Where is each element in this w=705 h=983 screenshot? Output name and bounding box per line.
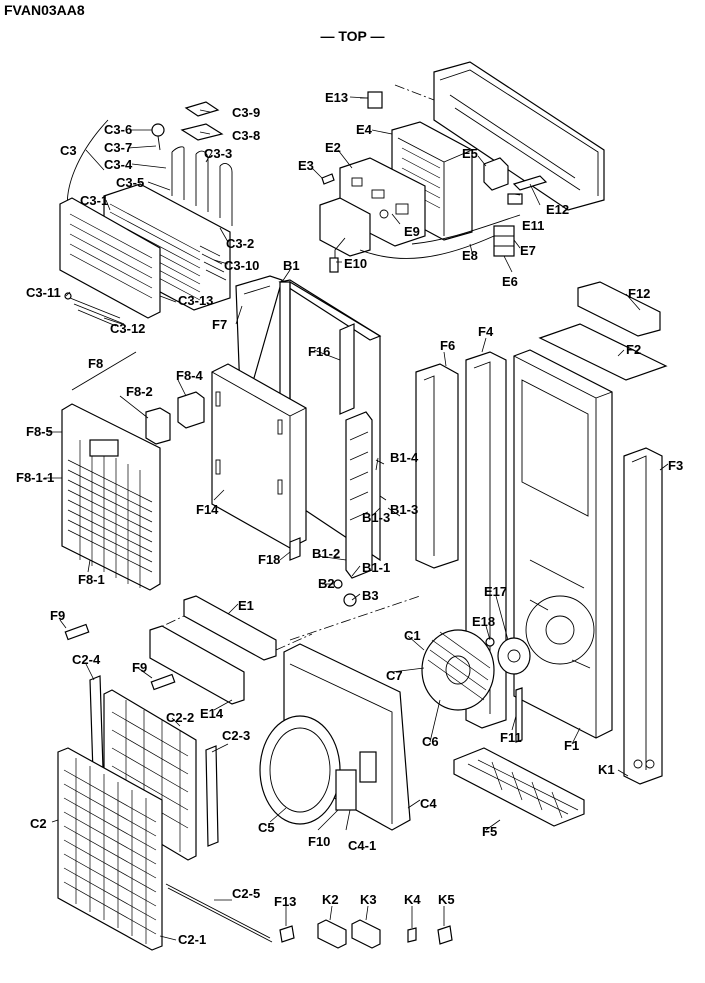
label-B1-1: B1-1 — [362, 560, 390, 575]
label-E1: E1 — [238, 598, 254, 613]
cabinet-panels — [415, 281, 668, 785]
label-E5: E5 — [462, 146, 478, 161]
label-F9-bottom: F9 — [132, 660, 147, 675]
label-F8-2: F8-2 — [126, 384, 153, 399]
small-parts — [279, 919, 453, 949]
label-F8: F8 — [88, 356, 103, 371]
label-F2: F2 — [626, 342, 641, 357]
label-E9: E9 — [404, 224, 420, 239]
label-F8-5: F8-5 — [26, 424, 53, 439]
part-labels: E13 E4 E2 E3 E5 E11 E12 E7 E9 E8 E10 E6 … — [16, 90, 683, 947]
label-B2: B2 — [318, 576, 335, 591]
label-C3-2: C3-2 — [226, 236, 254, 251]
label-F5: F5 — [482, 824, 497, 839]
label-F14: F14 — [196, 502, 219, 517]
front-panel-assembly — [61, 351, 205, 591]
label-B1-4: B1-4 — [390, 450, 419, 465]
label-F13: F13 — [274, 894, 296, 909]
label-K4: K4 — [404, 892, 421, 907]
heat-exchanger-assembly — [59, 101, 233, 327]
label-B1-3-left: B1-3 — [362, 510, 390, 525]
label-F9-top: F9 — [50, 608, 65, 623]
orientation-label: — TOP — — [320, 28, 385, 44]
label-E2: E2 — [325, 140, 341, 155]
label-F4: F4 — [478, 324, 494, 339]
label-F8-1: F8-1 — [78, 572, 105, 587]
label-K1: K1 — [598, 762, 615, 777]
label-F3: F3 — [668, 458, 683, 473]
label-C7: C7 — [386, 668, 403, 683]
label-K3: K3 — [360, 892, 377, 907]
label-F8-4: F8-4 — [176, 368, 204, 383]
label-F6: F6 — [440, 338, 455, 353]
label-F12: F12 — [628, 286, 650, 301]
control-box-assembly — [319, 61, 605, 273]
label-C2-1: C2-1 — [178, 932, 206, 947]
label-C3-11: C3-11 — [26, 285, 61, 300]
label-C3: C3 — [60, 143, 77, 158]
label-E11: E11 — [522, 218, 544, 233]
label-B1-3-right: B1-3 — [390, 502, 418, 517]
label-C2-2: C2-2 — [166, 710, 194, 725]
label-F10: F10 — [308, 834, 330, 849]
label-C2-5: C2-5 — [232, 886, 260, 901]
label-E4: E4 — [356, 122, 373, 137]
label-E18: E18 — [472, 614, 495, 629]
label-F18: F18 — [258, 552, 280, 567]
label-C1: C1 — [404, 628, 421, 643]
model-code: FVAN03AA8 — [4, 2, 85, 18]
label-K5: K5 — [438, 892, 455, 907]
label-E17: E17 — [484, 584, 507, 599]
label-F16: F16 — [308, 344, 330, 359]
label-E3: E3 — [298, 158, 314, 173]
label-C3-5: C3-5 — [116, 175, 144, 190]
label-E14: E14 — [200, 706, 224, 721]
label-E12: E12 — [546, 202, 569, 217]
label-B3: B3 — [362, 588, 379, 603]
label-C3-13: C3-13 — [178, 293, 213, 308]
label-E7: E7 — [520, 243, 536, 258]
label-C3-6: C3-6 — [104, 122, 132, 137]
label-C2: C2 — [30, 816, 47, 831]
label-C3-4: C3-4 — [104, 157, 133, 172]
label-K2: K2 — [322, 892, 339, 907]
label-E10: E10 — [344, 256, 367, 271]
label-F8-1-1: F8-1-1 — [16, 470, 54, 485]
fan-assembly — [259, 595, 585, 831]
label-C2-4: C2-4 — [72, 652, 101, 667]
leader-lines — [44, 96, 669, 941]
label-F7: F7 — [212, 317, 227, 332]
label-B1: B1 — [283, 258, 300, 273]
label-C3-3: C3-3 — [204, 146, 232, 161]
lower-front-assembly — [57, 595, 313, 951]
label-C3-1: C3-1 — [80, 193, 108, 208]
label-C6: C6 — [422, 734, 439, 749]
label-F11: F11 — [500, 730, 522, 745]
label-B1-2: B1-2 — [312, 546, 340, 561]
label-C2-3: C2-3 — [222, 728, 250, 743]
label-F1: F1 — [564, 738, 579, 753]
label-C3-7: C3-7 — [104, 140, 132, 155]
label-C5: C5 — [258, 820, 275, 835]
label-C3-10: C3-10 — [224, 258, 259, 273]
drain-pan-and-frame — [211, 275, 387, 607]
label-E13: E13 — [325, 90, 348, 105]
label-C3-12: C3-12 — [110, 321, 145, 336]
label-C3-9: C3-9 — [232, 105, 260, 120]
label-E6: E6 — [502, 274, 518, 289]
label-C4: C4 — [420, 796, 437, 811]
label-E8: E8 — [462, 248, 478, 263]
label-C4-1: C4-1 — [348, 838, 376, 853]
label-C3-8: C3-8 — [232, 128, 260, 143]
